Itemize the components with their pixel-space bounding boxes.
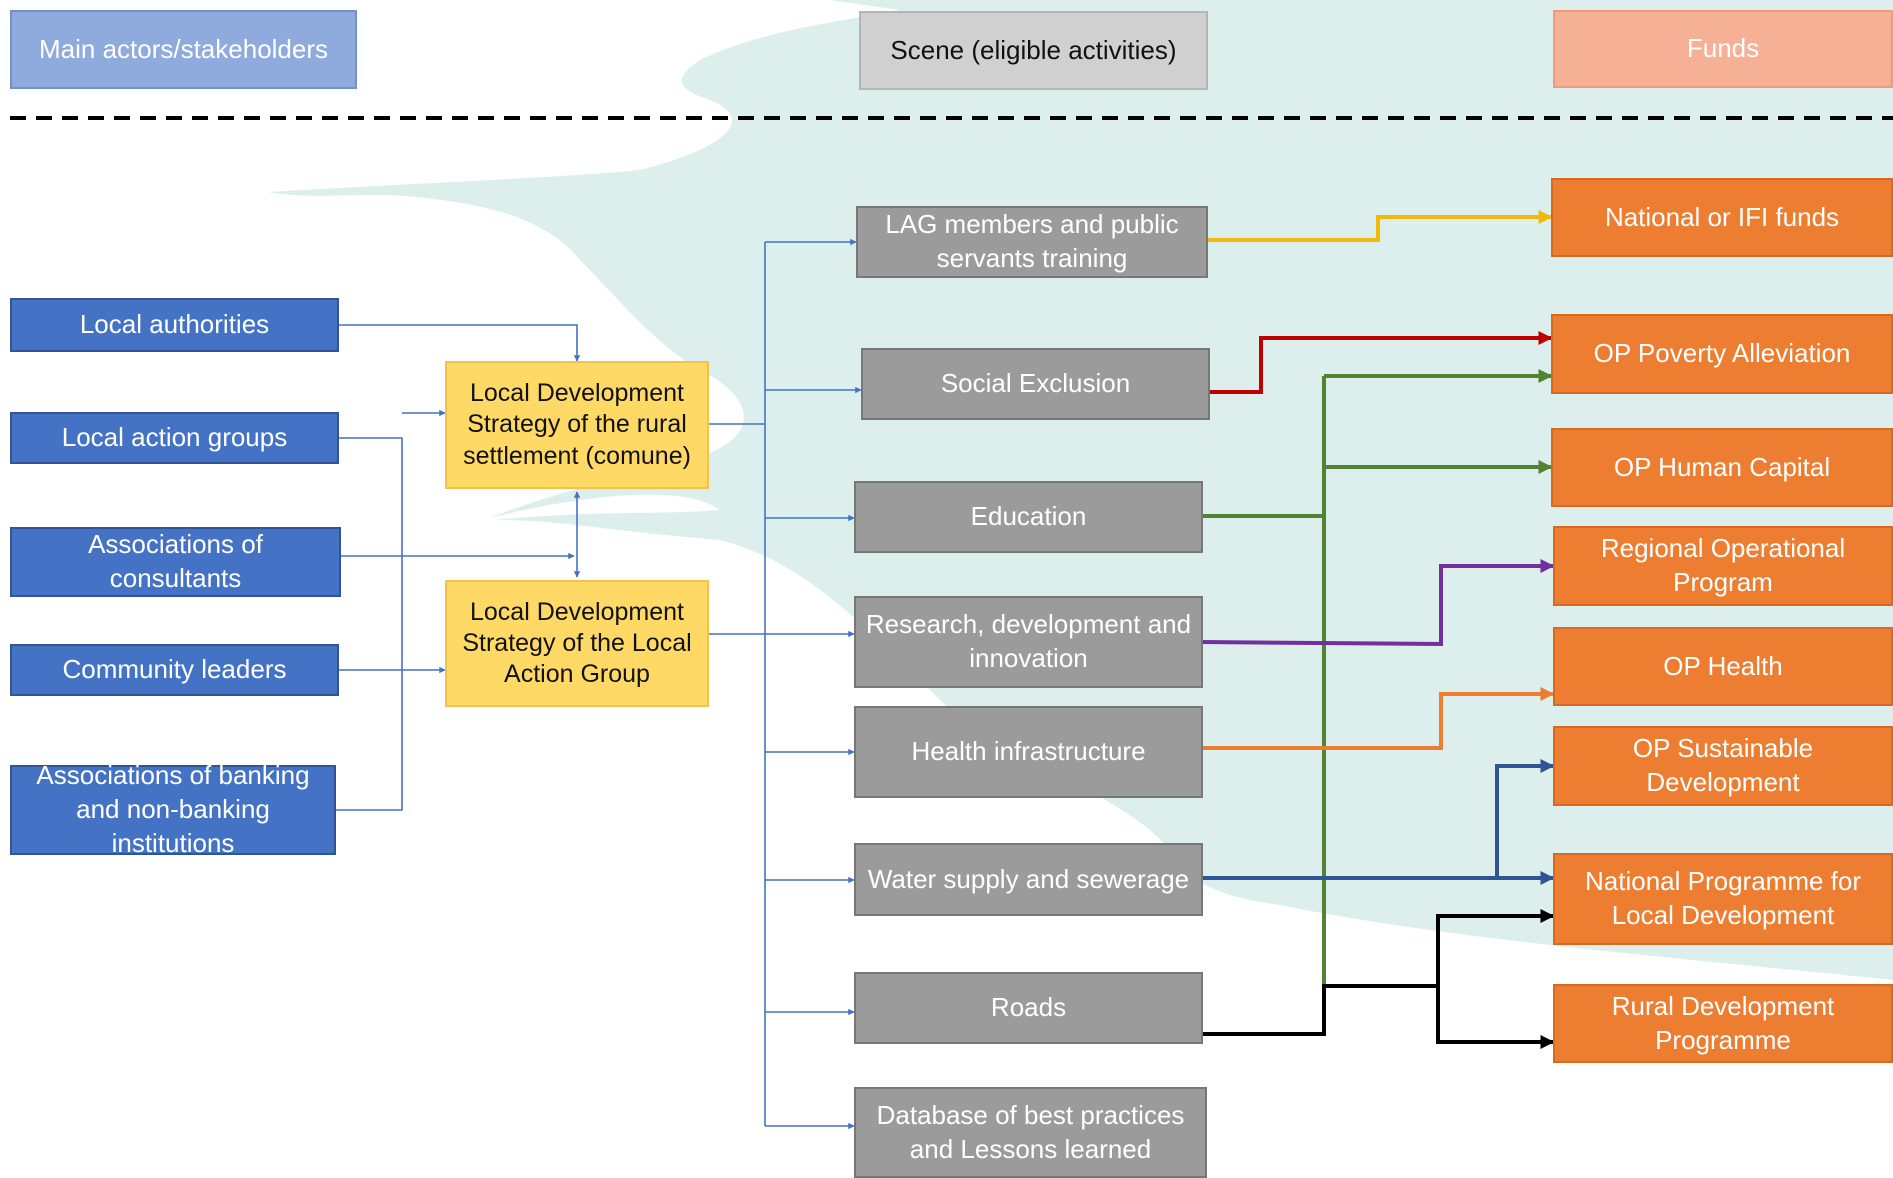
strategy-rural-settlement: Local Development Strategy of the rural … <box>445 361 709 489</box>
fund-rural-development-programme: Rural Development Programme <box>1553 984 1893 1063</box>
header-actors: Main actors/stakeholders <box>10 10 357 89</box>
edge-social-to-poverty <box>1210 331 1553 394</box>
header-scene: Scene (eligible activities) <box>859 11 1208 90</box>
fund-regional-operational-program: Regional Operational Program <box>1553 526 1893 606</box>
activity-social-exclusion: Social Exclusion <box>861 348 1210 420</box>
edge-training-to-national <box>1208 210 1553 242</box>
edge-action-groups-trunk <box>336 437 403 811</box>
fund-op-health: OP Health <box>1553 627 1893 706</box>
edge-water-to-sustainable <box>1495 759 1555 878</box>
actor-community-leaders: Community leaders <box>10 644 339 696</box>
actor-associations-of-consultants: Associations of consultants <box>10 527 341 597</box>
fund-op-poverty-alleviation: OP Poverty Alleviation <box>1551 314 1893 394</box>
edge-research-to-regional <box>1199 559 1555 647</box>
edge-local-authorities <box>339 324 581 362</box>
header-funds: Funds <box>1553 10 1893 88</box>
activity-health-infrastructure: Health infrastructure <box>854 706 1203 798</box>
activity-water-supply: Water supply and sewerage <box>854 843 1203 916</box>
edge-roads-to-rural <box>1436 986 1555 1049</box>
edge-roads-trunk <box>1203 984 1438 1036</box>
strategy-local-action-group: Local Development Strategy of the Local … <box>445 580 709 707</box>
activity-roads: Roads <box>854 972 1203 1044</box>
edge-health-to-op-health <box>1203 687 1555 750</box>
edge-roads-to-national-programme <box>1436 909 1555 986</box>
actor-banking-institutions: Associations of banking and non-banking … <box>10 760 336 858</box>
activity-lag-training: LAG members and public servants training <box>856 206 1208 278</box>
fund-op-sustainable-development: OP Sustainable Development <box>1553 726 1893 806</box>
activity-education: Education <box>854 481 1203 553</box>
fund-national-ifi: National or IFI funds <box>1551 178 1893 257</box>
fund-national-programme-local-development: National Programme for Local Development <box>1553 853 1893 945</box>
actor-local-authorities: Local authorities <box>10 298 339 352</box>
activity-best-practices-database: Database of best practices and Lessons l… <box>854 1087 1207 1178</box>
fund-op-human-capital: OP Human Capital <box>1551 428 1893 507</box>
actor-local-action-groups: Local action groups <box>10 412 339 464</box>
activity-research: Research, development and innovation <box>854 596 1203 688</box>
